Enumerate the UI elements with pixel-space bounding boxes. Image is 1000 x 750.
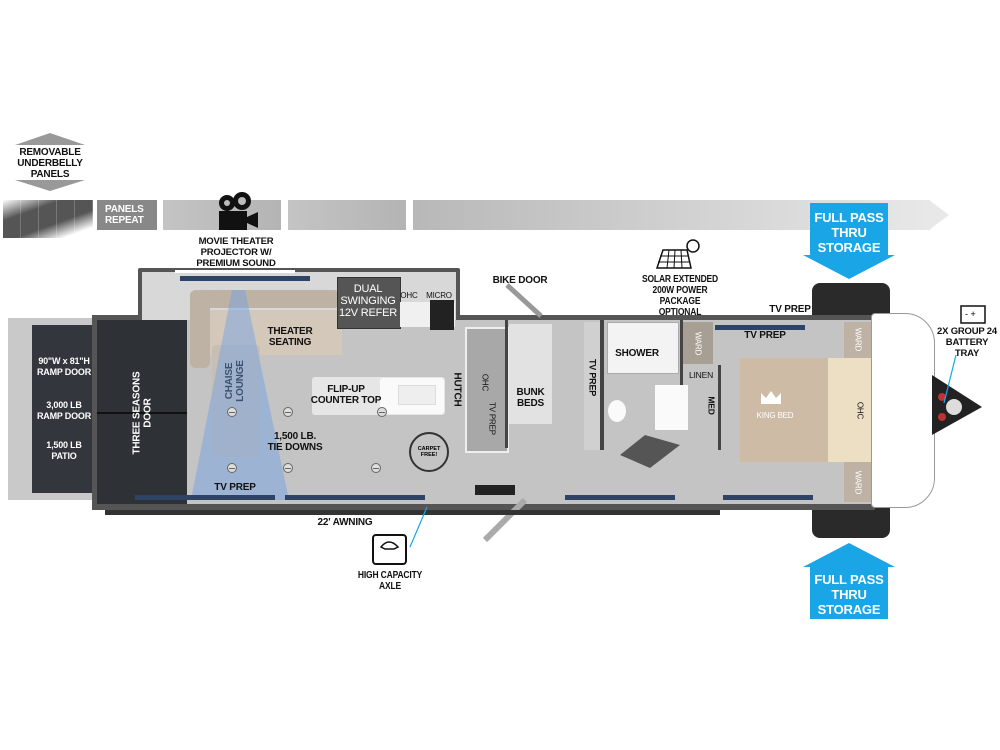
battery-icon: - + (960, 305, 986, 324)
hitch (932, 375, 982, 435)
door-seam (97, 412, 187, 414)
carpet-free-label: CARPET FREE! (417, 446, 441, 458)
ohc-cabinet (465, 327, 509, 453)
window (715, 325, 805, 330)
vanity (655, 385, 688, 430)
awning (105, 510, 720, 515)
panel (288, 200, 406, 230)
wardrobe-bottom (844, 462, 872, 502)
axle-leader-line (409, 506, 428, 548)
window (135, 495, 275, 500)
king-bed-label: KING BED (756, 411, 794, 420)
chaise-lounge (212, 345, 260, 457)
linen-label: LINEN (688, 370, 714, 380)
ward-top-label: WARD (853, 327, 863, 352)
refrigerator-label: DUAL SWINGING 12V REFER (338, 283, 398, 319)
axle-label: HIGH CAPACITY AXLE (357, 570, 423, 592)
storage-arrow-top: FULL PASS THRU STORAGE (803, 203, 895, 279)
theater-seating-label: THEATER SEATING (267, 326, 313, 348)
tv-prep-bunk-label: TV PREP (487, 402, 497, 435)
tv-prep-wall-label: TV PREP (587, 358, 598, 397)
bike-door[interactable] (505, 283, 545, 318)
toilet (608, 400, 626, 422)
sink (398, 385, 436, 405)
carpet-free-badge: CARPET FREE! (409, 432, 449, 472)
tv-prep-wall (584, 322, 600, 450)
solar-label: SOLAR EXTENDED 200W POWER PACKAGE OPTION… (641, 274, 719, 318)
microwave (430, 300, 454, 330)
panel-arrow-tip (929, 200, 949, 230)
tv-prep-outside-label: TV PREP (769, 304, 811, 315)
hutch-label: HUTCH (451, 372, 463, 407)
bunk-beds-label: BUNK BEDS (516, 387, 545, 409)
counter-label: FLIP-UP COUNTER TOP (310, 384, 382, 406)
wardrobe (683, 322, 713, 364)
ward-label: WARD (693, 331, 703, 356)
panels-repeat-panel: PANELS REPEAT (97, 200, 157, 230)
tie-down (283, 407, 293, 417)
front-cap (871, 313, 935, 508)
battery-leader-line (943, 355, 957, 404)
battery-label: 2X GROUP 24 BATTERY TRAY (937, 326, 997, 359)
sofa-back (190, 290, 340, 308)
ward-bottom-label: WARD (853, 470, 863, 495)
underbelly-label: REMOVABLE UNDERBELLY PANELS (17, 147, 83, 180)
tie-down (377, 407, 387, 417)
projector-beam (191, 290, 289, 500)
underbelly-panel (3, 200, 93, 238)
entry-door[interactable] (470, 485, 550, 545)
tv-prep-living-label: TV PREP (214, 482, 256, 493)
bike-door-label: BIKE DOOR (492, 275, 548, 286)
tv-prep-bed-label: TV PREP (744, 330, 786, 341)
wall (505, 320, 508, 448)
wardrobe-top (844, 322, 872, 358)
window (723, 495, 813, 500)
bunk-bed (509, 324, 552, 424)
micro-label: MICRO (426, 291, 452, 300)
up-down-arrow-icon (15, 133, 85, 191)
shower (607, 322, 679, 374)
svg-text:- +: - + (965, 309, 976, 319)
projector-label: MOVIE THEATER PROJECTOR W/ PREMIUM SOUND (196, 236, 276, 269)
tie-down (227, 463, 237, 473)
ramp-door (32, 325, 94, 493)
ohc-bunk-label: OHC (480, 373, 490, 392)
wall (600, 320, 604, 450)
panels-repeat-label: PANELS REPEAT (105, 204, 144, 226)
window (565, 495, 675, 500)
three-seasons-door-label: THREE SEASONS DOOR (131, 371, 154, 455)
window (285, 495, 425, 500)
storage-top-label: FULL PASS THRU STORAGE (814, 210, 884, 255)
bath-door[interactable] (620, 435, 680, 470)
ramp-weight-label: 3,000 LB RAMP DOOR (36, 400, 92, 421)
storage-bottom-label: FULL PASS THRU STORAGE (814, 572, 884, 617)
movie-camera-icon (219, 192, 258, 230)
ramp-size-label: 90"W x 81"H RAMP DOOR (36, 356, 92, 377)
slide-trim (175, 270, 295, 273)
window (180, 276, 310, 281)
tie-down (371, 463, 381, 473)
refrigerator (337, 277, 401, 329)
bed-pillows (828, 358, 872, 462)
sofa-arm (190, 290, 210, 368)
tie-down (227, 407, 237, 417)
ohc-bed-label: OHC (855, 401, 865, 420)
king-bed (740, 358, 828, 462)
wall (680, 320, 683, 385)
wall (718, 365, 721, 450)
patio-label: 1,500 LB PATIO (46, 440, 82, 461)
storage-arrow-bottom: FULL PASS THRU STORAGE (803, 543, 895, 619)
awning-label: 22' AWNING (317, 517, 373, 528)
ohc-label: OHC (400, 291, 418, 300)
scale-icon (372, 534, 407, 565)
tie-downs-label: 1,500 LB. TIE DOWNS (267, 431, 323, 453)
crown-icon (761, 391, 781, 404)
shower-label: SHOWER (615, 348, 659, 359)
solar-panel-icon (655, 239, 700, 269)
tie-down (283, 463, 293, 473)
med-label: MED (706, 396, 717, 415)
